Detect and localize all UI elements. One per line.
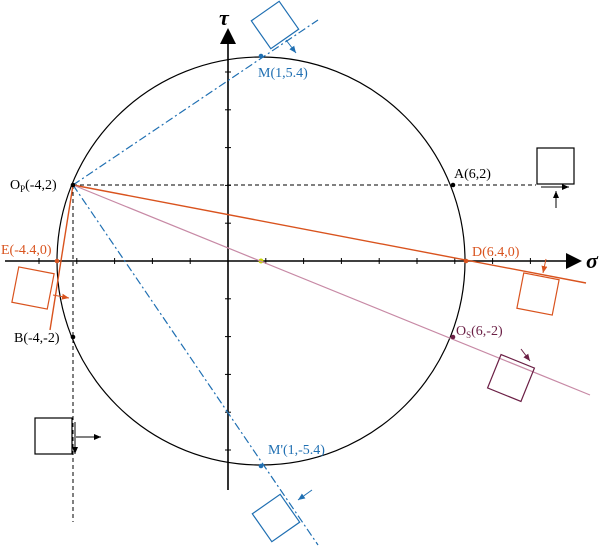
label-os-coords: (6,-2)	[471, 324, 503, 339]
point-a-dot	[450, 182, 456, 188]
sigma-axis-label: σ	[586, 248, 599, 273]
label-os: OS(6,-2)	[456, 324, 503, 340]
point-d-dot	[463, 258, 469, 264]
os-arrow	[520, 348, 531, 362]
sigma-axis-arrowhead	[566, 253, 582, 269]
point-m-prime-dot	[258, 463, 264, 469]
point-op-dot	[70, 182, 76, 188]
element-square	[11, 266, 55, 310]
stress-element-max-shear	[250, 0, 300, 50]
label-op-coords: (-4,2)	[25, 178, 57, 193]
label-m: M(1,5.4)	[258, 66, 308, 81]
label-a: A(6,2)	[454, 167, 491, 182]
element-square	[486, 353, 536, 403]
stress-element-os	[486, 353, 536, 403]
line-op-to-os	[72, 184, 591, 396]
principal-d-arrow	[541, 258, 548, 274]
line-op-to-e	[49, 184, 74, 331]
stress-element-min-shear	[251, 493, 301, 543]
label-os-subscript: S	[466, 330, 471, 340]
point-labels: A(6,2) B(-4,-2) D(6.4,0) E(-4.4,0) M(1,5…	[1, 66, 520, 458]
principal-shear-lines	[72, 19, 319, 546]
point-m-dot	[258, 53, 264, 59]
axis-ticks	[38, 71, 531, 451]
point-b-dot	[70, 334, 76, 340]
stress-element-rotated-90	[34, 417, 101, 455]
element-square	[536, 147, 575, 185]
element-square	[250, 0, 300, 50]
label-m-prime: M'(1,-5.4)	[268, 443, 325, 458]
line-op-to-d	[72, 184, 587, 284]
construction-lines	[72, 184, 536, 522]
principal-direction-lines	[49, 184, 587, 331]
label-e: E(-4.4,0)	[1, 243, 52, 258]
point-markers	[54, 53, 469, 469]
point-os-dot	[450, 334, 456, 340]
label-d: D(6.4,0)	[472, 245, 520, 260]
stress-element-principal-d	[516, 272, 560, 316]
stress-element-principal-e	[11, 266, 55, 310]
principal-e-arrow	[52, 293, 70, 300]
label-b: B(-4,-2)	[14, 331, 60, 346]
element-square	[516, 272, 560, 316]
min-shear-arrow	[297, 489, 313, 501]
element-square	[251, 493, 301, 543]
tau-axis-label: τ	[219, 5, 230, 30]
point-e-dot	[54, 258, 60, 264]
line-op-to-m	[72, 19, 319, 186]
tau-axis-arrowhead	[220, 28, 236, 44]
axes: σ τ	[5, 5, 599, 490]
label-op-subscript: P	[20, 184, 25, 194]
line-op-to-m-prime	[72, 184, 319, 546]
stress-element-original	[536, 147, 575, 208]
label-op-main: O	[10, 178, 20, 193]
element-square	[34, 417, 73, 455]
label-os-main: O	[456, 324, 466, 339]
max-shear-arrow	[285, 39, 297, 54]
label-op: OP(-4,2)	[10, 178, 57, 194]
